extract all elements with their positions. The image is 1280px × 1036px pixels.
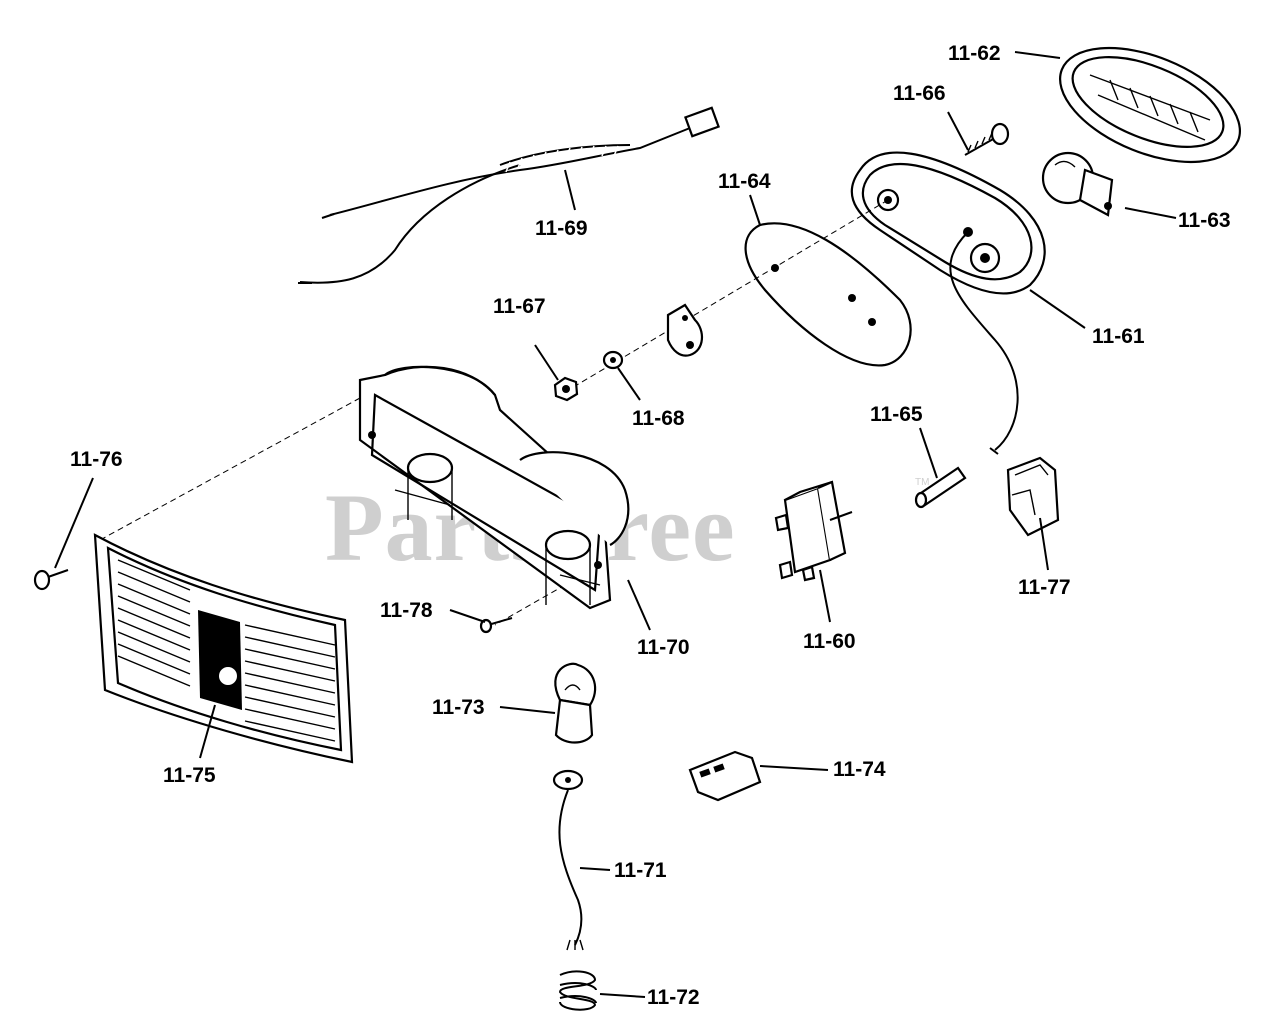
watermark-trademark: TM — [915, 477, 929, 488]
label-11-71: 11-71 — [614, 859, 667, 882]
label-11-62: 11-62 — [948, 42, 1001, 65]
part-pin — [479, 617, 513, 634]
label-11-61: 11-61 — [1092, 325, 1145, 348]
leader-11-61 — [1029, 289, 1086, 329]
label-11-74: 11-74 — [833, 758, 886, 781]
leader-11-77 — [1039, 517, 1049, 571]
label-11-73: 11-73 — [432, 696, 485, 719]
label-11-69: 11-69 — [535, 217, 588, 240]
leader-11-60 — [819, 569, 831, 623]
part-bulb-top — [1041, 151, 1114, 217]
leader-11-69 — [564, 169, 576, 211]
label-11-68: 11-68 — [632, 407, 685, 430]
part-socket-wire — [552, 769, 584, 951]
part-lens — [1059, 46, 1241, 164]
part-lamp-housing — [850, 151, 1046, 455]
label-11-76: 11-76 — [70, 448, 123, 471]
part-connector — [688, 750, 762, 802]
leader-11-78 — [449, 609, 486, 623]
label-11-60: 11-60 — [803, 630, 856, 653]
leader-11-64 — [749, 194, 761, 226]
label-11-63: 11-63 — [1178, 209, 1231, 232]
leader-11-71 — [579, 867, 611, 871]
assembly-line-top — [559, 199, 889, 396]
part-wire-clip — [1006, 456, 1060, 537]
label-11-66: 11-66 — [893, 82, 946, 105]
leader-11-73 — [499, 706, 556, 714]
part-lamp-bracket — [358, 365, 630, 610]
part-wire-harness — [298, 106, 720, 284]
label-11-65: 11-65 — [870, 403, 923, 426]
label-11-75: 11-75 — [163, 764, 216, 787]
part-clip — [666, 303, 703, 357]
leader-11-62 — [1014, 51, 1061, 59]
leader-11-70 — [627, 579, 651, 631]
part-insulator-sleeve — [914, 466, 967, 509]
leader-11-67 — [534, 344, 559, 381]
leader-11-72 — [599, 993, 646, 998]
leader-11-63 — [1124, 207, 1177, 219]
label-11-72: 11-72 — [647, 986, 700, 1009]
assembly-line-grille — [99, 397, 361, 541]
part-spring — [558, 970, 597, 1011]
leader-11-76 — [54, 477, 94, 569]
part-washer — [602, 350, 624, 370]
leader-11-75 — [199, 704, 216, 759]
part-bulb-bottom — [554, 662, 597, 744]
part-grille — [93, 533, 354, 764]
part-screw-top — [964, 122, 1010, 156]
part-screw-grille — [33, 569, 69, 591]
label-11-77: 11-77 — [1018, 576, 1071, 599]
leader-11-68 — [617, 367, 641, 401]
leader-11-66 — [947, 111, 969, 151]
leader-11-74 — [759, 765, 829, 771]
leader-11-65 — [919, 427, 938, 479]
label-11-70: 11-70 — [637, 636, 690, 659]
part-gasket — [744, 222, 912, 367]
label-11-64: 11-64 — [718, 170, 771, 193]
label-11-78: 11-78 — [380, 599, 433, 622]
part-toggle-switch — [774, 480, 853, 582]
label-11-67: 11-67 — [493, 295, 546, 318]
part-nut — [553, 376, 579, 402]
